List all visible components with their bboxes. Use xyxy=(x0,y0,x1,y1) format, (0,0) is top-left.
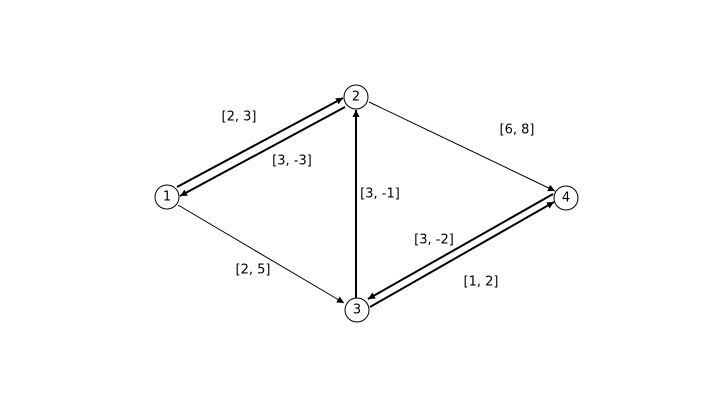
edge-2-to-4 xyxy=(368,101,556,192)
edge-label-3-to-4: [1, 2] xyxy=(464,275,499,290)
node-3-circle xyxy=(344,297,370,323)
node-1-label: 1 xyxy=(163,190,171,205)
edges xyxy=(176,97,556,308)
node-4-label: 4 xyxy=(562,191,570,206)
node-1-circle xyxy=(154,184,180,210)
edge-label-1-to-2: [2, 3] xyxy=(222,110,257,125)
edge-2-to-1 xyxy=(179,106,346,197)
node-2-circle xyxy=(343,84,369,110)
edge-4-to-3 xyxy=(367,193,554,300)
node-4-circle xyxy=(553,185,579,211)
edge-1-to-3 xyxy=(177,204,345,304)
edge-1-to-2 xyxy=(176,97,344,188)
node-2: 2 xyxy=(343,84,369,110)
node-4: 4 xyxy=(553,185,579,211)
nodes: 1 2 3 4 xyxy=(154,84,579,323)
edge-labels: [2, 3] [3, -3] [2, 5] [6, 8] [3, -1] [1,… xyxy=(222,110,535,290)
edge-label-3-to-2: [3, -1] xyxy=(360,187,400,202)
node-1: 1 xyxy=(154,184,180,210)
node-3: 3 xyxy=(344,297,370,323)
edge-label-2-to-1: [3, -3] xyxy=(272,154,312,169)
edge-label-4-to-3: [3, -2] xyxy=(414,233,454,248)
edge-label-2-to-4: [6, 8] xyxy=(500,123,535,138)
edge-label-1-to-3: [2, 5] xyxy=(236,263,271,278)
node-2-label: 2 xyxy=(352,90,360,105)
edge-3-to-4 xyxy=(369,201,555,308)
node-3-label: 3 xyxy=(353,303,361,318)
